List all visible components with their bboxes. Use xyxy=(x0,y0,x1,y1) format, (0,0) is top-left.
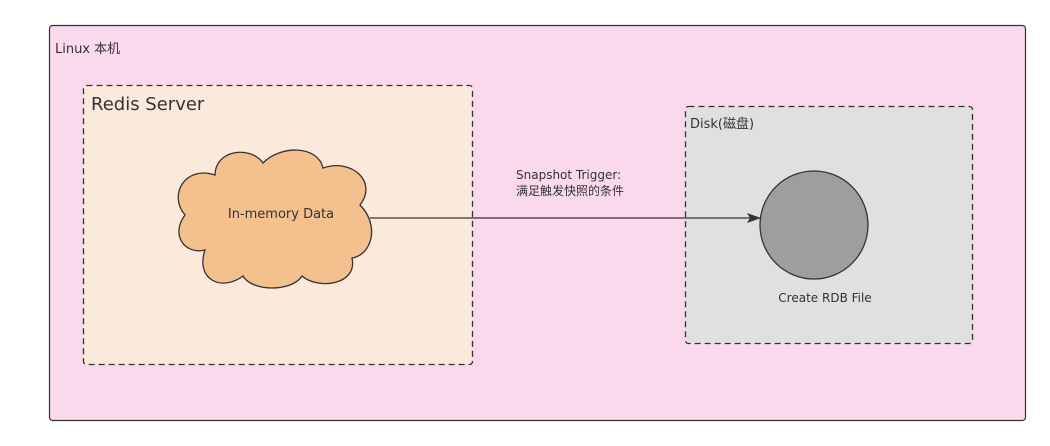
memory-data-cloud: In-memory Data xyxy=(177,149,373,289)
trigger-label-line1: Snapshot Trigger: xyxy=(516,168,621,182)
rdb-file-circle xyxy=(759,170,869,280)
disk-label: Disk(磁盘) xyxy=(690,116,754,132)
rdb-file-label: Create RDB File xyxy=(778,291,871,305)
redis-server-label: Redis Server xyxy=(91,94,205,115)
trigger-label-line2: 满足触发快照的条件 xyxy=(516,183,624,198)
linux-host-label: Linux 本机 xyxy=(55,42,120,57)
snapshot-trigger-connector: Snapshot Trigger: 满足触发快照的条件 xyxy=(370,168,761,223)
memory-data-label: In-memory Data xyxy=(228,207,334,222)
cloud-icon xyxy=(177,149,373,289)
rdb-file-node: Create RDB File xyxy=(759,170,872,305)
